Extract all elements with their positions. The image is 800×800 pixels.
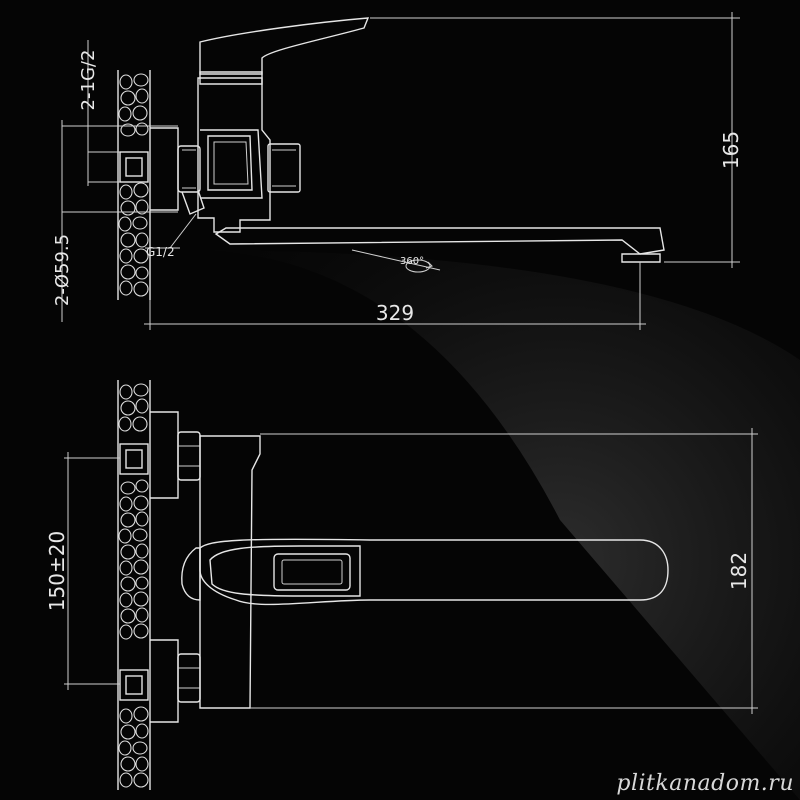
body-boss [181,547,201,601]
dimension-diameter: 2-Ø59.5 [52,120,178,322]
dimension-thread: 2-1G/2 [78,40,120,186]
wall-section-top [117,70,151,300]
spout-side [214,227,665,255]
dimension-spout-length: 329 [144,262,646,330]
inlet-thread-label: G1/2 [146,245,175,259]
rotation-indicator: 360° [351,249,441,273]
dimension-body-depth: 182 [250,428,758,714]
mixer-body-side [197,71,301,233]
lever-handle-plan [199,538,669,606]
inlet-elbow [181,189,205,215]
thread-label: 2-1G/2 [78,50,99,111]
wall-section-bottom [117,380,151,790]
aerator [621,253,661,263]
side-view: 360° 165 329 2-1G/2 2-Ø59.5 [52,12,743,330]
diverter-knob [267,143,301,193]
centers-label: 150±20 [45,531,69,611]
plan-view: 150±20 182 [45,380,758,790]
light-reflection [190,250,800,800]
mixer-body-plan [181,435,261,709]
lever-window [273,553,351,591]
watermark: plitkanadom.ru [616,771,794,796]
rotation-label: 360° [400,256,424,267]
diameter-label: 2-Ø59.5 [52,234,73,306]
lever-handle-side [199,17,370,75]
body-depth-label: 182 [727,552,751,590]
dimension-height: 165 [370,12,743,268]
height-label: 165 [719,131,743,169]
spout-length-label: 329 [376,301,414,325]
dimension-centers: 150±20 [45,452,120,690]
connector-nut-top [177,145,201,193]
inlet-thread-callout: G1/2 [145,213,197,259]
